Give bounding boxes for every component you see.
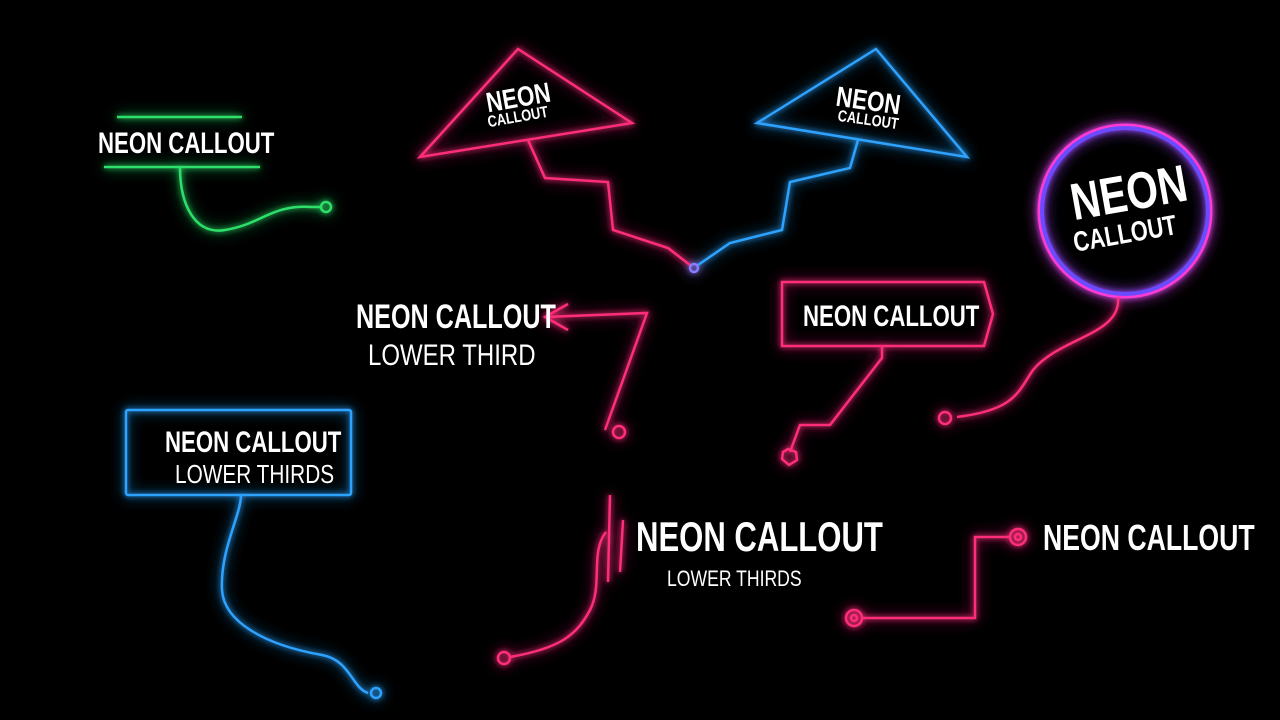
triangle-callouts-graphic [416,47,971,274]
triangle-join-dot [688,262,700,274]
arrow-callout-subtitle: LOWER THIRD [368,339,536,372]
slash-bar-2 [618,519,625,573]
slash-callout-graphic [496,494,625,666]
step-leader-line [862,535,1010,620]
step-callout-graphic [844,527,1028,628]
step-callout-title: NEON CALLOUT [1043,517,1255,558]
slash-callout-subtitle: LOWER THIRDS [667,566,802,591]
step-end-dot-inner [1013,532,1023,542]
circle-ring-inner [1040,126,1210,296]
circle-leader-line [956,296,1120,419]
blue-box-leader-line [220,494,369,695]
step-start-dot-inner [849,613,859,623]
arrow-end-dot [611,424,627,440]
tag-callout-graphic [780,280,995,467]
blue-zigzag-line [697,139,860,267]
circle-ring-outer [1037,123,1213,299]
slash-callout-title: NEON CALLOUT [636,513,883,560]
tag-leader-line [788,346,884,453]
blue-box-frame [124,408,353,497]
arrow-callout-graphic [542,302,649,440]
arrow-callout-title: NEON CALLOUT [356,298,556,336]
step-start-dot-outer [844,608,864,628]
blue-triangle-shape [753,47,971,159]
blue-box-callout-graphic [124,408,383,700]
circle-callout-graphic [937,123,1213,426]
green-callout-graphic [104,115,333,232]
green-end-dot [319,200,333,214]
tag-callout-title: NEON CALLOUT [803,300,980,333]
circle-end-dot [937,410,953,426]
blue-box-end-dot [369,686,383,700]
green-callout-title: NEON CALLOUT [98,127,275,160]
blue-box-title: NEON CALLOUT [165,426,342,459]
blue-box-subtitle: LOWER THIRDS [175,459,335,489]
slash-bar-1 [606,494,612,583]
step-end-dot-outer [1008,527,1028,547]
pink-triangle-shape [416,47,636,159]
arrow-leader-line [544,311,649,431]
tag-box-shape [780,280,995,348]
slash-leader-line [509,531,608,659]
pink-zigzag-line [526,139,691,266]
slash-end-dot [496,650,512,666]
green-leader-line [178,166,322,232]
tag-end-hexagon [780,447,799,467]
